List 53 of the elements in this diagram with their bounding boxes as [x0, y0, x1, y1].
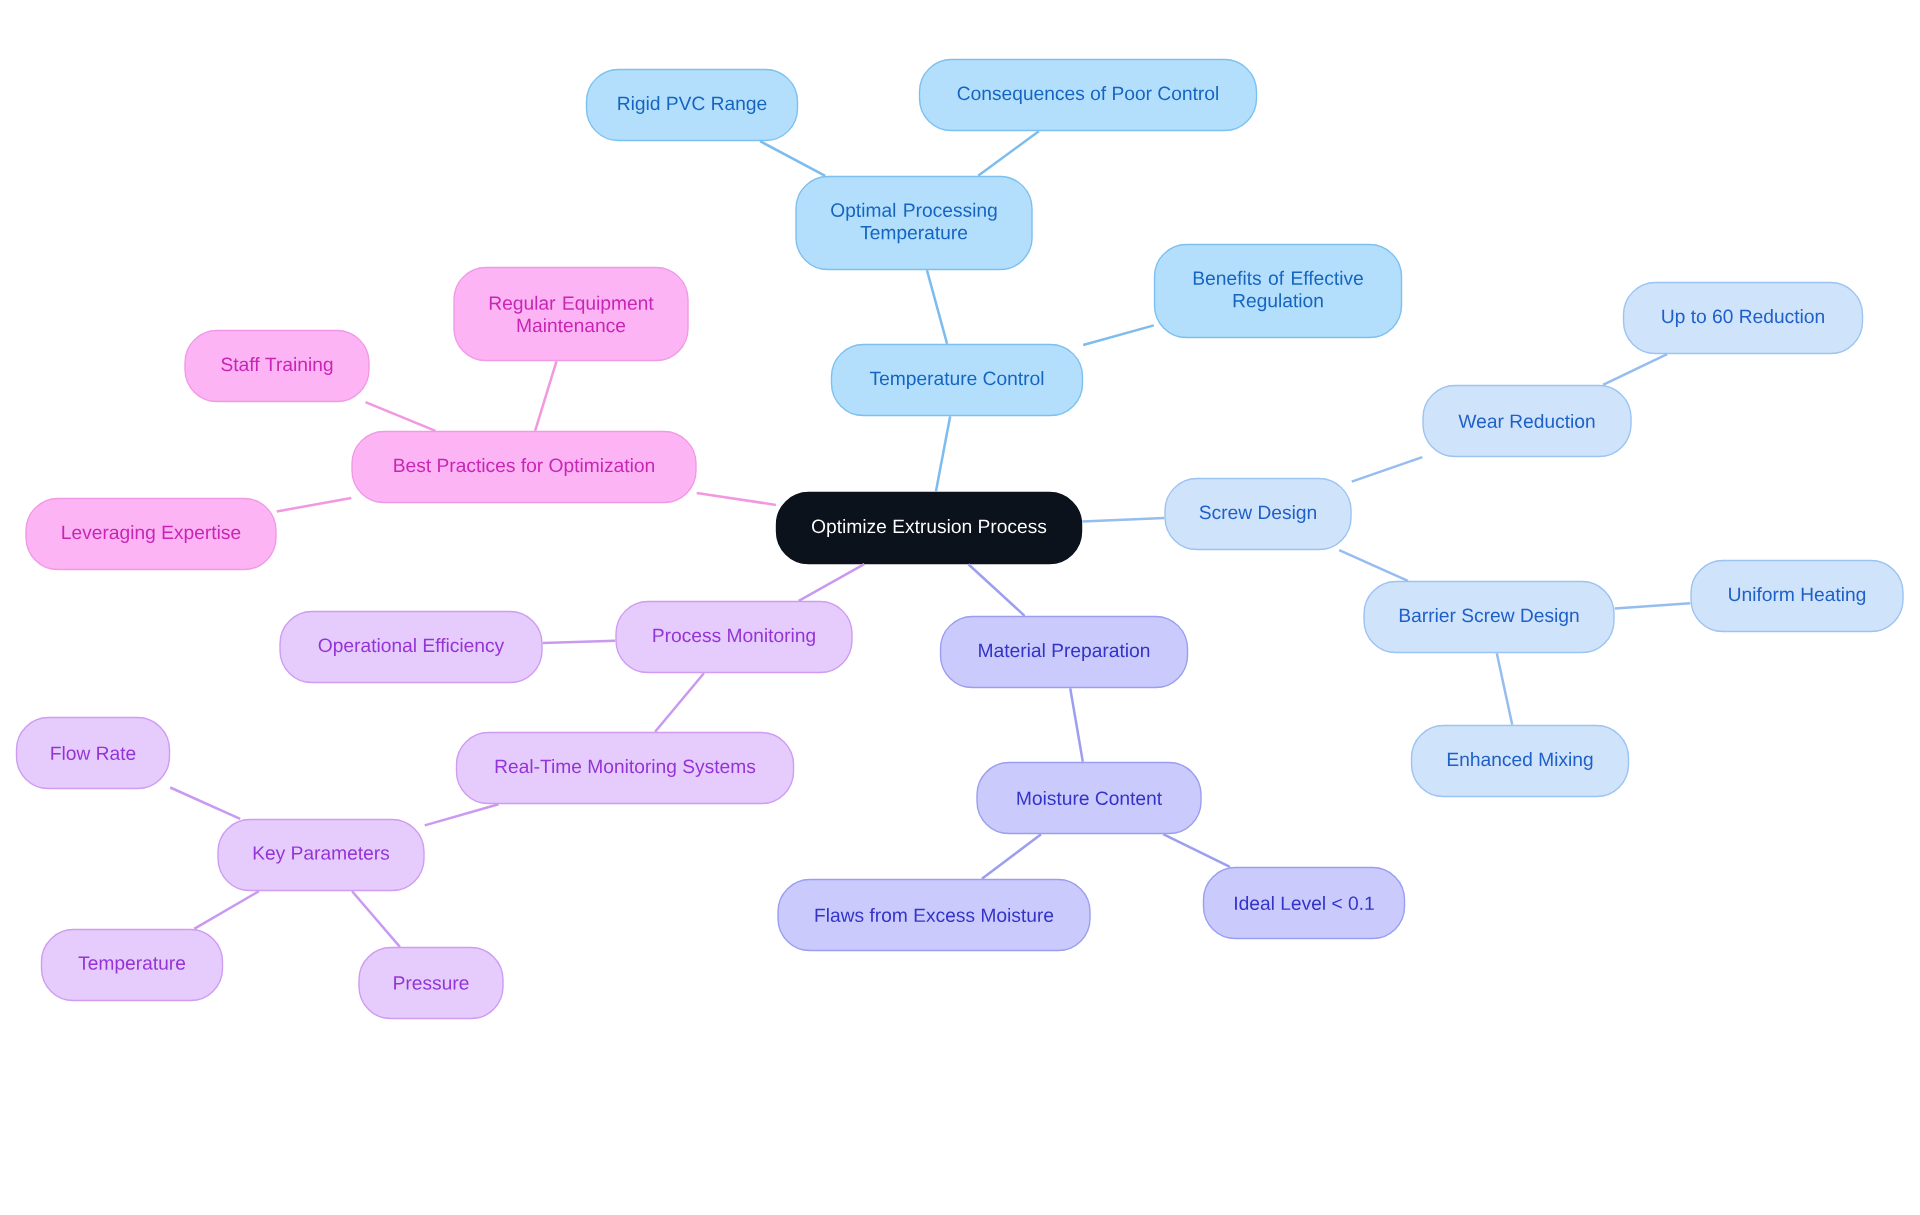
subtopic-box: Wear Reduction	[1422, 384, 1632, 458]
connector-line	[696, 491, 776, 507]
connector-line	[1082, 516, 1165, 523]
topic-box: Best Practices for Optimization	[351, 430, 697, 504]
connector-line	[977, 130, 1040, 177]
subtopic-box: Regular Equipment Maintenance	[453, 266, 689, 362]
subtopic-box: Flow Rate	[15, 716, 171, 790]
connector-line	[193, 890, 260, 930]
connector-line	[533, 360, 558, 432]
subtopic-box: Uniform Heating	[1690, 559, 1904, 633]
connector-line	[1338, 549, 1409, 582]
topic-box: Process Monitoring	[615, 600, 853, 674]
subtopic-box: Barrier Screw Design	[1363, 580, 1615, 654]
central-topic-box: Optimize Extrusion Process	[775, 491, 1083, 565]
connector-line	[365, 401, 436, 432]
connector-line	[424, 803, 499, 827]
subtopic-box: Moisture Content	[976, 761, 1202, 835]
subtopic-box: Real-Time Monitoring Systems	[455, 731, 795, 805]
subtopic-box: Staff Training	[184, 329, 370, 403]
connector-line	[1495, 652, 1514, 726]
topic-box: Material Preparation	[939, 615, 1189, 689]
connector-line	[1068, 688, 1085, 762]
connector-line	[169, 786, 241, 820]
subtopic-box: Operational Efficiency	[279, 610, 543, 684]
subtopic-box: Consequences of Poor Control	[918, 58, 1258, 132]
subtopic-box: Leveraging Expertise	[25, 497, 277, 571]
connector-line	[351, 890, 401, 948]
connector-line	[276, 496, 352, 513]
connector-line	[654, 672, 705, 733]
connector-line	[1602, 353, 1668, 386]
connector-line	[981, 833, 1042, 880]
topic-box: Temperature Control	[830, 343, 1084, 417]
connector-line	[759, 140, 826, 177]
connector-line	[1082, 324, 1155, 347]
subtopic-box: Key Parameters	[217, 818, 425, 892]
subtopic-box: Temperature	[40, 928, 224, 1002]
subtopic-box: Benefits of Effective Regulation	[1153, 243, 1403, 339]
connector-line	[925, 269, 949, 345]
subtopic-box: Up to 60 Reduction	[1622, 281, 1864, 355]
subtopic-box: Enhanced Mixing	[1410, 724, 1630, 798]
subtopic-box: Flaws from Excess Moisture	[777, 878, 1091, 952]
connector-line	[1351, 456, 1423, 483]
subtopic-box: Ideal Level < 0.1	[1202, 866, 1406, 940]
connector-line	[967, 563, 1026, 617]
connector-line	[1614, 602, 1691, 610]
subtopic-box: Optimal Processing Temperature	[795, 175, 1033, 271]
subtopic-box: Pressure	[358, 946, 504, 1020]
connector-line	[1162, 833, 1231, 868]
connector-line	[542, 639, 616, 645]
connector-line	[934, 415, 952, 493]
subtopic-box: Rigid PVC Range	[585, 68, 799, 142]
connector-line	[798, 563, 865, 602]
topic-box: Screw Design	[1164, 477, 1352, 551]
